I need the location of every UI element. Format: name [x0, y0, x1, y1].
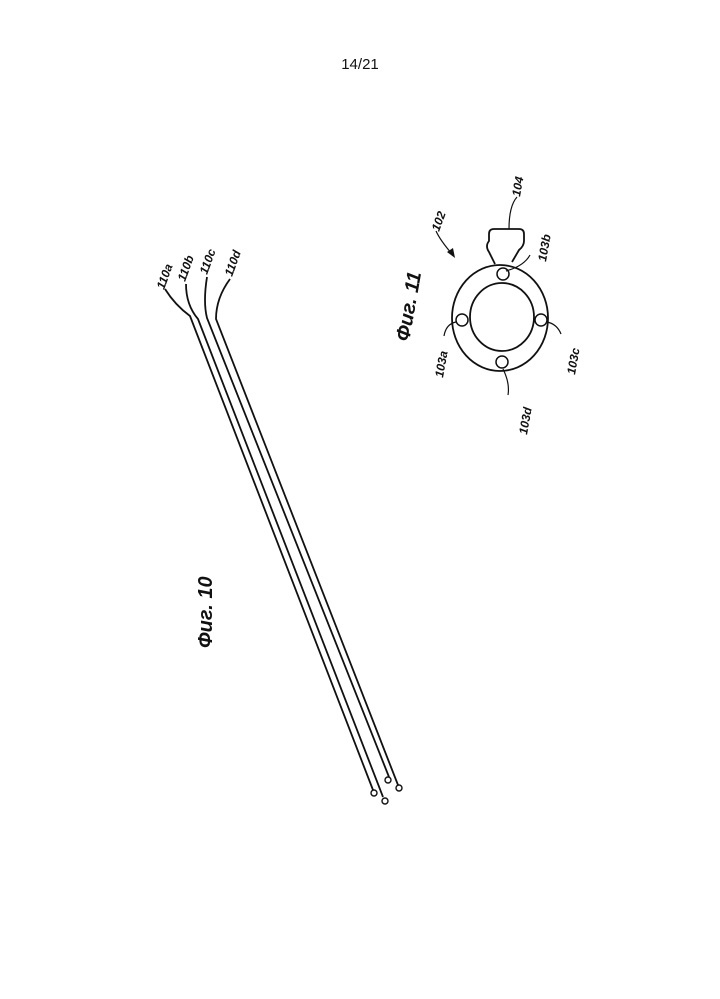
figure-11: 102 104 103b 103a 103c 103d Фиг. 11 [392, 175, 582, 435]
label-103a: 103a [432, 349, 450, 378]
hole-103d [496, 356, 508, 368]
terminal-110b [382, 798, 388, 804]
hole-103b [497, 268, 509, 280]
label-102: 102 [429, 209, 449, 233]
terminal-110a [371, 790, 377, 796]
label-103d: 103d [516, 405, 535, 435]
label-110d: 110d [222, 248, 244, 278]
wire-110a [165, 289, 373, 790]
leader-lines [436, 197, 561, 395]
wire-bundle [165, 277, 398, 797]
hole-103a [456, 314, 468, 326]
terminal-110c [385, 777, 391, 783]
label-110b: 110b [175, 253, 197, 283]
label-103c: 103c [564, 346, 582, 375]
tab-104 [487, 229, 524, 264]
leader-103d [503, 369, 508, 395]
terminal-110d [396, 785, 402, 791]
label-103b: 103b [535, 233, 554, 262]
figure-10: 110a 110b 110c 110d Фиг. 10 [154, 247, 402, 804]
ring-inner [470, 283, 534, 351]
label-110a: 110a [154, 262, 176, 291]
caption-figure-10: Фиг. 10 [195, 576, 217, 648]
label-104: 104 [509, 175, 526, 197]
leader-104 [509, 197, 517, 229]
label-110c: 110c [197, 247, 219, 276]
leader-103c [547, 322, 561, 334]
caption-figure-11: Фиг. 11 [392, 270, 426, 343]
wire-110b [186, 284, 383, 797]
hole-103c [535, 314, 547, 326]
wire-110d [216, 279, 398, 785]
